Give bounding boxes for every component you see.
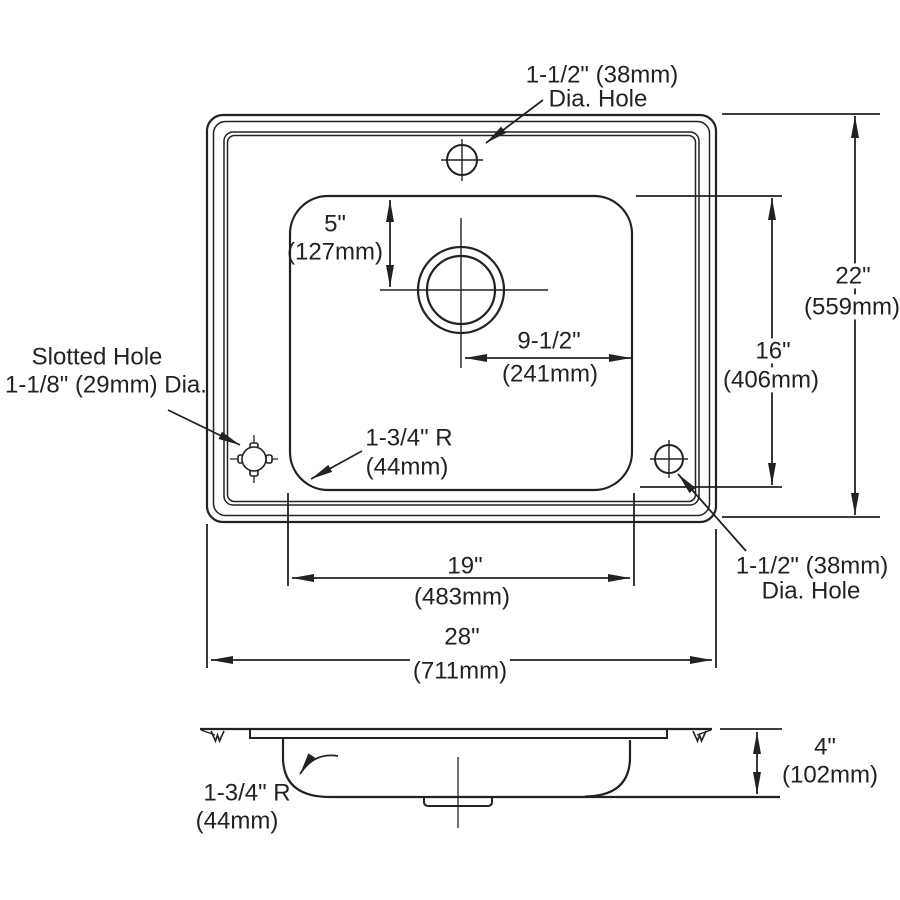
label-bowl-depth-5-line2: (127mm) bbox=[286, 238, 384, 266]
label-depth-4-line2: (102mm) bbox=[781, 761, 879, 789]
label-overall-28-line1: 28" bbox=[444, 623, 480, 651]
leader-corner-radius-top bbox=[310, 450, 363, 480]
label-faucet-hole-line2: Dia. Hole bbox=[548, 85, 648, 113]
label-overall-28-line2: (711mm) bbox=[409, 658, 511, 684]
label-corner-radius-top-line1: 1-3/4" R bbox=[365, 424, 453, 452]
label-bowl-16-line1: 16" bbox=[752, 338, 794, 364]
label-overall-22-line2: (559mm) bbox=[800, 294, 900, 320]
label-slotted-hole-line1: Slotted Hole bbox=[31, 343, 163, 371]
label-right-hole-line2: Dia. Hole bbox=[761, 577, 861, 605]
label-corner-radius-top-line2: (44mm) bbox=[365, 453, 449, 481]
drain-hole bbox=[380, 218, 548, 368]
leader-corner-radius-side bbox=[299, 753, 339, 775]
label-corner-radius-side-line1: 1-3/4" R bbox=[203, 779, 291, 807]
right-hole bbox=[650, 440, 688, 478]
leader-slotted-hole bbox=[167, 409, 241, 446]
label-bowl-19-line2: (483mm) bbox=[413, 583, 511, 611]
dim-19in bbox=[287, 493, 635, 586]
label-drain-offset-line1: 9-1/2" bbox=[517, 327, 581, 355]
clip-left bbox=[210, 730, 225, 744]
faucet-hole bbox=[441, 139, 483, 181]
dim-4in bbox=[720, 728, 782, 794]
label-bowl-19-line1: 19" bbox=[447, 552, 483, 580]
label-depth-4-line1: 4" bbox=[814, 733, 836, 761]
clip-right bbox=[692, 730, 707, 744]
label-bowl-depth-5-line1: 5" bbox=[324, 210, 346, 238]
label-overall-22-line1: 22" bbox=[832, 263, 874, 289]
label-drain-offset-line2: (241mm) bbox=[501, 360, 599, 388]
label-corner-radius-side-line2: (44mm) bbox=[195, 807, 279, 835]
label-bowl-16-line2: (406mm) bbox=[719, 367, 823, 393]
bowl-outline bbox=[288, 194, 634, 492]
label-slotted-hole-line2: 1-1/8" (29mm) Dia. bbox=[5, 371, 207, 399]
side-view bbox=[200, 727, 782, 828]
leader-faucet-hole bbox=[485, 99, 544, 144]
label-faucet-hole-line1: 1-1/2" (38mm) bbox=[525, 61, 679, 89]
label-right-hole-line1: 1-1/2" (38mm) bbox=[735, 552, 889, 580]
sink-rim-outline bbox=[205, 113, 718, 524]
leader-right-hole bbox=[677, 473, 747, 552]
slotted-hole bbox=[230, 435, 278, 483]
